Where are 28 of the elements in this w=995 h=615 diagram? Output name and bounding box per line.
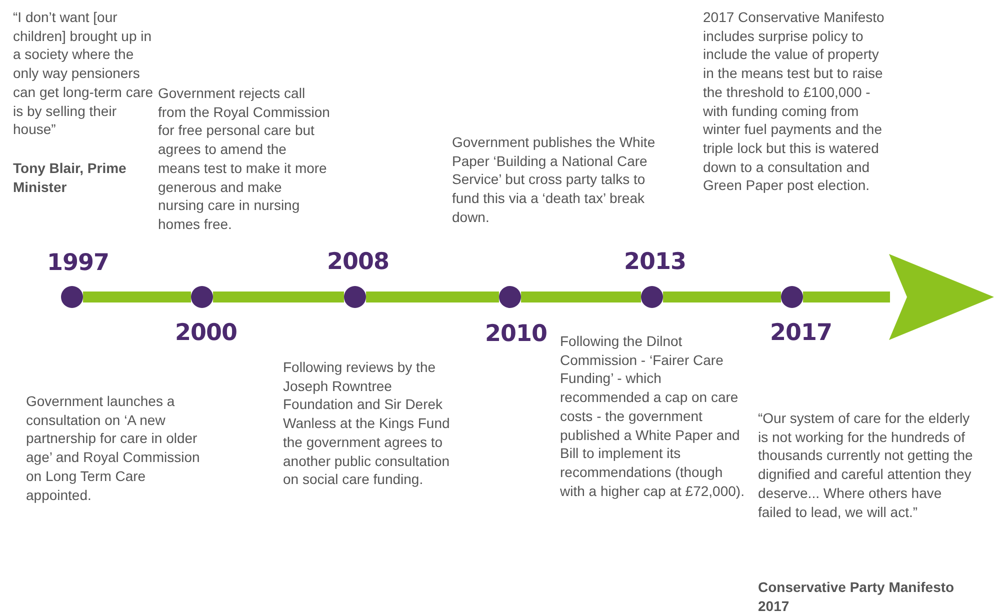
- timeline-dot: [344, 286, 366, 308]
- year-label: 2000: [175, 320, 238, 346]
- timeline-dot: [191, 286, 213, 308]
- timeline-segment: [366, 292, 499, 302]
- timeline-dot: [781, 286, 803, 308]
- timeline-segment: [521, 292, 641, 302]
- year-label: 2008: [327, 249, 390, 275]
- timeline-segment: [83, 292, 191, 302]
- timeline-dot: [61, 286, 83, 308]
- event-description: “I don’t want [our children] brought up in a society where the only way pensioners can get long-term care is by selling their house”: [13, 8, 154, 139]
- timeline-dot: [499, 286, 521, 308]
- year-label: 2013: [624, 249, 686, 275]
- event-description: Following the Dilnot Commission - ‘Fairer Care Funding’ - which recommended a cap on care costs - the government published a White Paper and Bill to implement its recommendations (though with a higher cap at £72,000).: [560, 332, 746, 500]
- timeline-segment: [213, 292, 344, 302]
- event-description: Government publishes the White Paper ‘Building a National Care Service’ but cross party talks to fund this via a ‘death tax’ break down.: [452, 133, 656, 227]
- event-description: Following reviews by the Joseph Rowntree Foundation and Sir Derek Wanless at the Kings Fund the government agrees to another public consultation on social care funding.: [283, 358, 451, 489]
- event-description: 2017 Conservative Manifesto includes surprise policy to include the value of property in the means test but to raise the threshold to £100,000 - with funding coming from winter fuel payments and the triple lock but this is watered down to a consultation and Green Paper post election.: [703, 8, 886, 196]
- event-description: Government launches a consultation on ‘A new partnership for care in older age’ and Royal Commission on Long Term Care appointed.: [26, 392, 201, 504]
- year-label: 1997: [47, 250, 110, 276]
- timeline-arrow: [803, 254, 994, 340]
- year-label: 2010: [485, 321, 548, 347]
- event-description: Government rejects call from the Royal Commission for free personal care but agrees to amend the means test to make it more generous and make nursing care in nursing homes free.: [158, 84, 330, 234]
- year-label: 2017: [770, 320, 832, 346]
- timeline-dot: [641, 286, 663, 308]
- quote-attribution: Tony Blair, Prime Minister: [13, 159, 128, 196]
- event-description: “Our system of care for the elderly is not working for the hundreds of thousands currently not getting the dignified and careful attention they deserve... Where others have failed to lead, we will act.”: [758, 409, 973, 522]
- quote-attribution: Conservative Party Manifesto 2017: [758, 578, 956, 615]
- timeline-segment: [663, 292, 781, 302]
